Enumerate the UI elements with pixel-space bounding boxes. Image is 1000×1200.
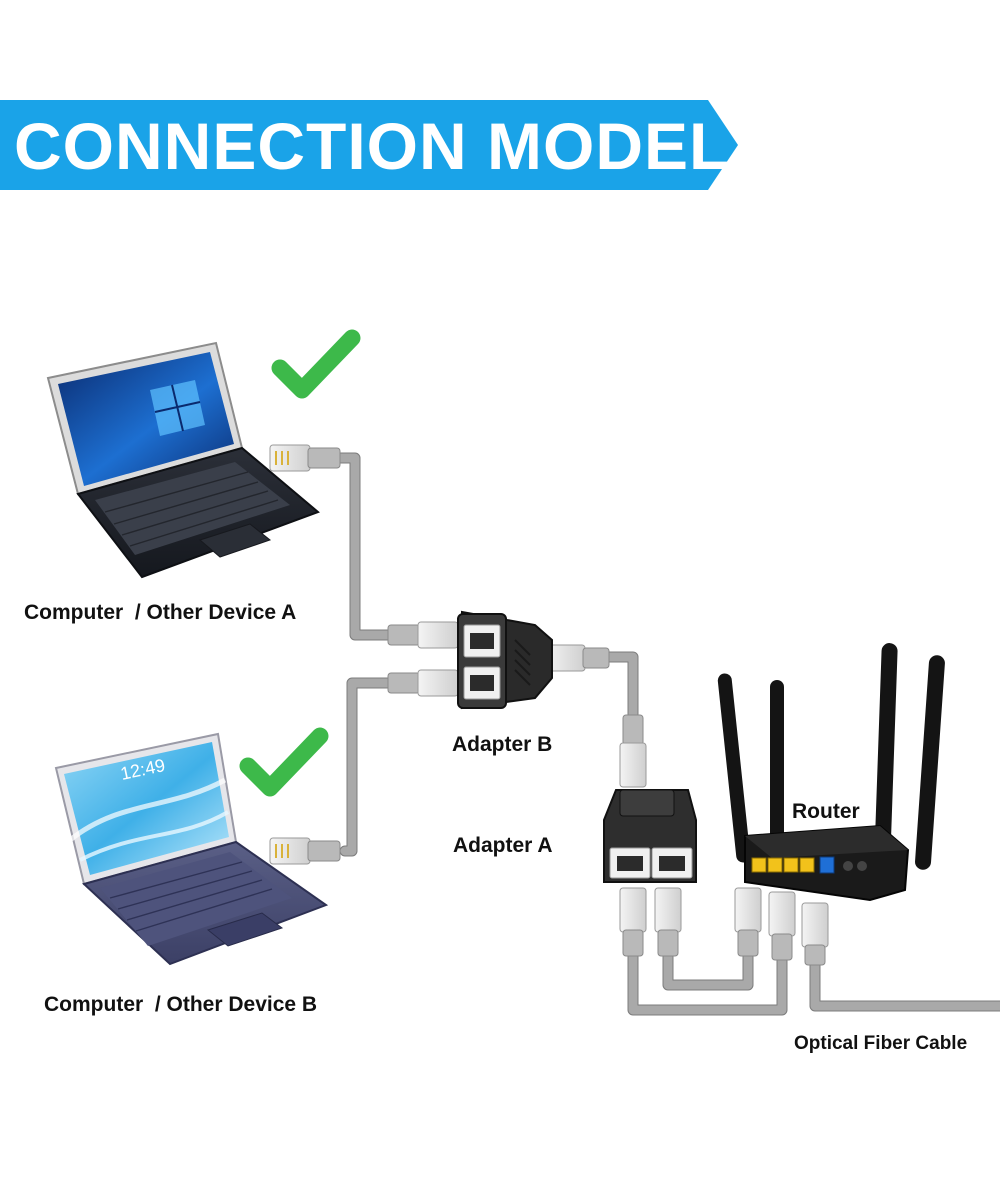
cable-device-b — [340, 678, 400, 856]
cable-adapter-a-left-to-router — [628, 950, 787, 1015]
adapter-b-icon — [457, 610, 553, 710]
rj45-plug-icon — [654, 887, 682, 957]
rj45-plug-icon — [619, 887, 647, 957]
rj45-plug-icon — [387, 621, 459, 649]
router-icon — [717, 643, 945, 902]
adapter-a-label: Adapter A — [453, 834, 553, 857]
device-a-label: Computer / Other Device A — [24, 601, 296, 624]
adapter-a-icon — [603, 789, 697, 883]
rj45-plug-icon — [387, 669, 459, 697]
laptop-a-icon — [46, 341, 320, 579]
router-label: Router — [792, 800, 860, 823]
rj45-plug-icon — [734, 887, 762, 957]
banner-title: CONNECTION MODEL 1 — [14, 109, 786, 183]
cables — [334, 452, 1000, 1016]
banner-shape — [0, 100, 738, 190]
rj45-plug-icon — [801, 902, 829, 966]
rj45-plug-icon — [269, 837, 341, 865]
rj45-plug-icon — [768, 891, 796, 961]
title-banner: CONNECTION MODEL 1 — [0, 100, 786, 190]
rj45-plugs — [269, 444, 829, 966]
device-b-label: Computer / Other Device B — [44, 993, 317, 1016]
rj45-plug-icon — [269, 444, 341, 472]
adapter-b-label: Adapter B — [452, 733, 552, 756]
cable-adapter-a-right-to-router — [663, 950, 753, 990]
cable-optical-fiber — [810, 953, 1000, 1011]
checkmark-icon — [239, 727, 329, 797]
rj45-plug-icon — [619, 714, 647, 788]
laptop-b-icon: 12:49 — [54, 732, 329, 966]
cable-device-a — [335, 453, 400, 640]
checkmark-icon — [271, 329, 361, 399]
rj45-plug-icon — [544, 644, 610, 672]
optical-fiber-label: Optical Fiber Cable — [794, 1033, 967, 1054]
